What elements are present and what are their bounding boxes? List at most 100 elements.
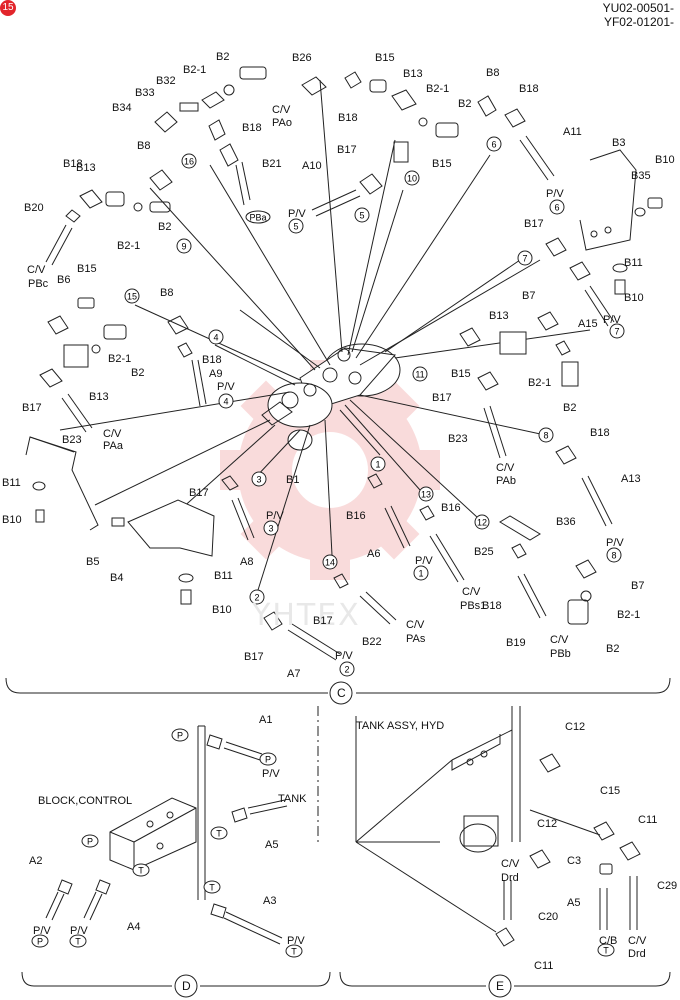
svg-text:T: T [603,946,609,956]
valve-body [261,343,401,451]
doc-code-2: YF02-01201- [603,15,674,29]
callout-b18-r2: B18 [590,427,610,439]
callout-b4: B4 [110,572,124,584]
callout-a15: A15 [578,318,598,330]
callout-c12-mid: C12 [537,818,558,830]
callout-b25: B25 [474,546,494,558]
circled-number: 13 [418,486,434,502]
svg-text:5: 5 [359,211,364,221]
svg-text:8: 8 [543,431,548,441]
svg-text:T: T [75,937,81,947]
callout-c20: C20 [538,911,559,923]
callout-b15-mid: B15 [451,368,471,380]
svg-text:3: 3 [256,475,261,485]
callout-b33: B33 [135,87,155,99]
svg-text:9: 9 [181,242,186,252]
port-tag: P [81,834,99,848]
section-c-marker [329,681,353,705]
svg-text:P: P [87,837,93,847]
callout-b13-r: B13 [489,310,509,322]
callout-b18-a: B18 [242,122,262,134]
section-c-label: C [337,686,346,700]
svg-text:T: T [216,829,222,839]
port-tag: T [210,826,228,840]
callout-pv-3: P/V [266,510,284,522]
callout-b15-left: B15 [77,263,97,275]
callout-b2-1-bot: B2-1 [617,609,641,621]
port-tag: P [171,728,189,742]
callout-a13: A13 [621,473,641,485]
callout-b2-1-mid: B2-1 [108,353,132,365]
port-tag: T [69,934,87,948]
circled-number: 3 [251,471,267,487]
callout-a9: A9 [209,368,223,380]
callout-b2-bot: B2 [606,643,620,655]
callout-b18-top: B18 [338,112,358,124]
circled-number: 8 [538,427,554,443]
callout-drd2: Drd [628,948,646,960]
port-tag: P [31,934,49,948]
port-tag: P [259,752,277,766]
svg-text:13: 13 [421,490,431,500]
callout-pv-5: P/V [288,208,306,220]
callout-pv-2: P/V [335,650,353,662]
circled-number: 16 [181,153,197,169]
circled-number: 10 [404,170,420,186]
callout-a5-d: A5 [265,839,279,851]
callout-b2-left: B2 [158,221,172,233]
svg-text:15: 15 [127,292,137,302]
circled-number: 15 [124,288,140,304]
callout-b10-r2: B10 [624,292,644,304]
circled-number: 7 [609,323,625,339]
callout-a5-e: A5 [567,897,581,909]
callout-pv-t2: P/V [287,935,305,947]
callout-b3: B3 [612,137,626,149]
callout-pv-p: P/V [262,768,280,780]
circled-number: 1 [413,565,429,581]
callout-b5: B5 [86,556,100,568]
callout-pv-8: P/V [606,537,624,549]
callout-b18-left: B18 [63,158,83,170]
page-number-badge: 15 [0,0,16,16]
circled-number: 4 [218,393,234,409]
callout-b22: B22 [362,636,382,648]
watermark-text: YHTEX [252,598,361,633]
callout-b10-r: B10 [655,154,675,166]
callout-b17-mid: B17 [432,392,452,404]
svg-text:16: 16 [184,157,194,167]
block-control-title: BLOCK,CONTROL [38,795,133,807]
callout-b2-mid: B2 [131,367,145,379]
callout-b13-mid: B13 [89,391,109,403]
callout-pv-t: P/V [70,925,88,937]
callout-a10: A10 [302,160,322,172]
callout-a2: A2 [29,855,43,867]
callout-b32: B32 [156,75,176,87]
svg-text:8: 8 [611,551,616,561]
circled-number: 2 [249,589,265,605]
circled-number: 5 [288,218,304,234]
callout-b8-r: B8 [486,67,500,79]
svg-text:6: 6 [554,203,559,213]
callout-a7: A7 [287,668,301,680]
callout-pao: PAo [272,117,292,129]
svg-text:P: P [177,731,183,741]
callout-b8-b: B8 [160,287,174,299]
circled-number: 7 [517,250,533,266]
callout-b17-bl: B17 [244,651,264,663]
svg-text:6: 6 [491,140,496,150]
callout-c11-top: C11 [638,814,658,826]
port-tag: T [285,944,303,958]
svg-text:11: 11 [415,370,424,380]
callout-b2-1-left: B2-1 [117,240,141,252]
callout-b2-mr: B2 [563,402,577,414]
fittings-and-hoses [25,66,663,661]
callout-pbb: PBb [550,648,571,660]
svg-text:10: 10 [407,174,417,184]
callout-b21: B21 [262,158,282,170]
circled-number: 9 [176,238,192,254]
svg-text:T: T [138,866,144,876]
callout-b2-1-mr: B2-1 [528,377,552,389]
circled-number: 2 [339,661,355,677]
callout-b18-r: B18 [519,83,539,95]
svg-text:14: 14 [325,558,335,568]
